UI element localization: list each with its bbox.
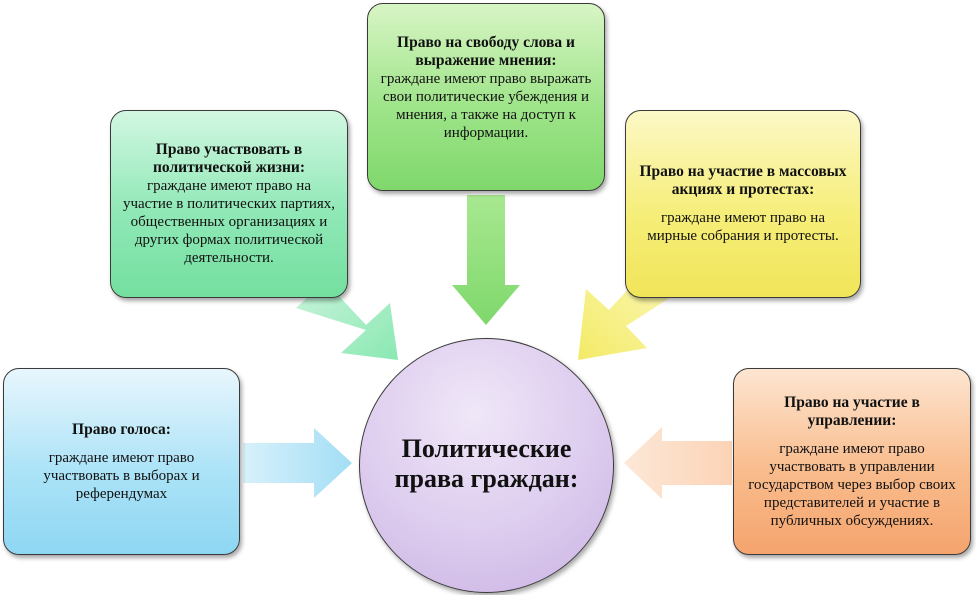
node-free-speech-text: граждане имеют право выражать свои полит… <box>380 71 592 141</box>
center-line-1: Политические <box>401 433 572 463</box>
node-political-life-text: граждане имеют право на участие в полити… <box>122 178 336 266</box>
node-political-life: Право участвовать в политической жизни: … <box>110 110 348 298</box>
arrow-vote <box>243 428 352 498</box>
arrow-free-speech <box>452 195 520 325</box>
node-vote-text: граждане имеют право участвовать в выбор… <box>43 449 200 502</box>
center-node-label: Политические права граждан: <box>395 434 579 498</box>
center-node: Политические права граждан: <box>359 338 614 593</box>
node-vote-title: Право голоса: <box>72 420 171 438</box>
node-vote: Право голоса: граждане имеют право участ… <box>3 368 240 555</box>
node-free-speech-title: Право на свободу слова и выражение мнени… <box>397 34 575 69</box>
arrow-governance <box>624 427 732 499</box>
node-governance-text: граждане имеют право участвовать в управ… <box>748 440 956 529</box>
node-free-speech: Право на свободу слова и выражение мнени… <box>367 3 605 191</box>
arrow-political-life <box>296 281 398 360</box>
center-line-2: права граждан: <box>394 463 579 493</box>
node-mass-actions: Право на участие в массовых акциях и про… <box>625 110 861 298</box>
node-mass-actions-title: Право на участие в массовых акциях и про… <box>639 163 847 198</box>
node-governance: Право на участие в управлении: граждане … <box>733 368 971 555</box>
node-governance-title: Право на участие в управлении: <box>784 393 920 429</box>
node-mass-actions-text: граждане имеют право на мирные собрания … <box>647 210 839 244</box>
node-political-life-title: Право участвовать в политической жизни: <box>152 141 306 176</box>
